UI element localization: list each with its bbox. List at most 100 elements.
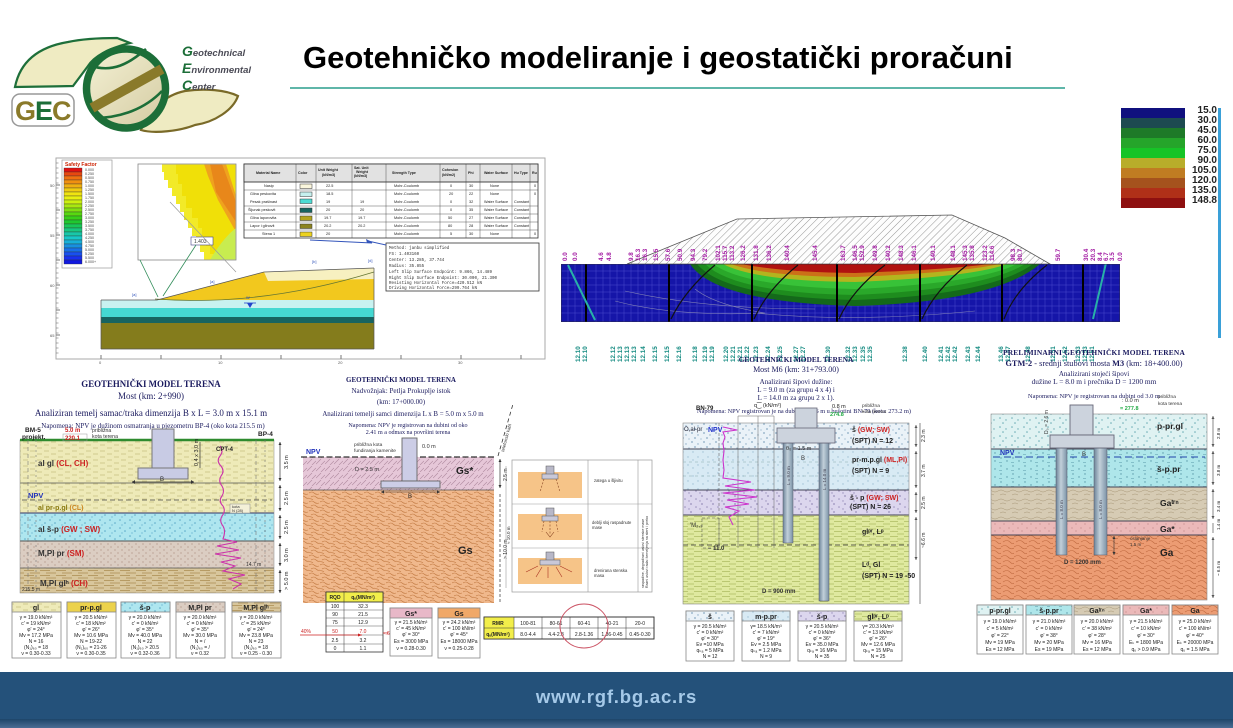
- svg-text:: 0.0 m: : 0.0 m: [1122, 398, 1139, 404]
- svg-text:0,4 x 3,0 m: 0,4 x 3,0 m: [194, 438, 200, 466]
- svg-text:φ' = 26°: φ' = 26°: [869, 636, 886, 642]
- svg-text:32: 32: [469, 200, 473, 204]
- svg-text:Cohesion: Cohesion: [442, 168, 458, 172]
- svg-text:φ' = 24°: φ' = 24°: [247, 627, 264, 633]
- svg-text:φ' = 26°: φ' = 26°: [82, 627, 99, 633]
- svg-text:50: 50: [448, 216, 452, 220]
- svg-text:γ= 20.3 kN/m³: γ= 20.3 kN/m³: [862, 624, 894, 630]
- svg-text:Nasip: Nasip: [264, 184, 274, 188]
- svg-text:19.7: 19.7: [358, 216, 365, 220]
- svg-text:RMR: RMR: [492, 621, 504, 627]
- svg-text:~6.6 m: ~6.6 m: [921, 533, 927, 548]
- svg-text:2.750: 2.750: [85, 212, 94, 216]
- svg-text:2.500: 2.500: [85, 208, 94, 212]
- svg-text:(N₁)₆₀ = /: (N₁)₆₀ = /: [190, 645, 210, 651]
- svg-text:113.2: 113.2: [729, 245, 736, 261]
- svg-text:N = 16: N = 16: [29, 639, 44, 645]
- svg-text:Mohr-Coulomb: Mohr-Coulomb: [394, 216, 419, 220]
- svg-text:š: š: [708, 614, 712, 621]
- svg-text:dužine L = 8.0 m i prečnika D: dužine L = 8.0 m i prečnika D = 1200 mm: [1032, 377, 1157, 386]
- svg-text:30.0: 30.0: [1198, 115, 1218, 126]
- svg-text:š-p.pr: š-p.pr: [1157, 464, 1181, 474]
- svg-text:Constant: Constant: [514, 224, 530, 228]
- svg-text:c' = 0 kN/m²: c' = 0 kN/m²: [1036, 626, 1063, 632]
- svg-text:N = 23: N = 23: [249, 639, 264, 645]
- svg-text:35: 35: [469, 208, 473, 212]
- svg-text:3.5: 3.5: [1109, 252, 1116, 261]
- svg-text:Water Surface: Water Surface: [484, 208, 508, 212]
- svg-text:c' = 18 kN/m²: c' = 18 kN/m²: [76, 621, 106, 627]
- svg-text:c' = 5 kN/m²: c' = 5 kN/m²: [987, 626, 1014, 632]
- svg-text:γ= 18.5 kN/m³: γ= 18.5 kN/m³: [750, 624, 782, 630]
- svg-text:12.13: 12.13: [624, 346, 631, 362]
- svg-text:Mv = 40.0 MPa: Mv = 40.0 MPa: [128, 633, 162, 639]
- svg-text:20.3: 20.3: [1090, 248, 1097, 261]
- svg-text:q⁐ (kN/m²): q⁐ (kN/m²): [754, 401, 782, 409]
- svg-text:ν = 0.28-0.30: ν = 0.28-0.30: [396, 646, 426, 652]
- svg-text:12.19: 12.19: [702, 346, 709, 362]
- svg-text:M,Pl glʰ (CH): M,Pl glʰ (CH): [40, 579, 88, 588]
- svg-text:γ = 24.2 kN/m³: γ = 24.2 kN/m³: [443, 620, 476, 626]
- svg-text:32.3: 32.3: [358, 604, 368, 610]
- svg-text:2.8-1.36: 2.8-1.36: [575, 632, 594, 638]
- svg-text:55: 55: [50, 233, 55, 238]
- svg-text:16.3: 16.3: [642, 248, 649, 261]
- svg-text:Gs: Gs: [454, 611, 463, 618]
- svg-text:4.6: 4.6: [598, 252, 605, 261]
- svg-text:4.8: 4.8: [606, 252, 613, 261]
- svg-text:Es = 12 MPa: Es = 12 MPa: [986, 647, 1015, 653]
- svg-text:12.40: 12.40: [922, 346, 929, 362]
- svg-text:φ' = 35°: φ' = 35°: [191, 627, 208, 633]
- svg-text:80-61: 80-61: [550, 621, 563, 627]
- svg-text:~ 6.5 m: ~ 6.5 m: [1216, 561, 1221, 576]
- svg-text:š-p.pr: š-p.pr: [1039, 608, 1059, 615]
- svg-text:Analizirani šipovi dužine:: Analizirani šipovi dužine:: [760, 378, 833, 386]
- svg-text:148.3: 148.3: [898, 245, 905, 261]
- svg-text:D₀ = 2.6 m: D₀ = 2.6 m: [1044, 410, 1050, 434]
- svg-text:12.15: 12.15: [664, 346, 671, 362]
- svg-text:9.8: 9.8: [628, 252, 635, 261]
- svg-text:146.1: 146.1: [911, 245, 918, 261]
- svg-text:γ = 20.5 kN/m³: γ = 20.5 kN/m³: [75, 615, 108, 621]
- svg-text:γ = 21.5 kN/m³: γ = 21.5 kN/m³: [395, 620, 428, 626]
- svg-text:0.0: 0.0: [562, 252, 569, 261]
- svg-text:65: 65: [50, 333, 55, 338]
- svg-text:NPV: NPV: [1000, 450, 1015, 457]
- svg-text:12.23: 12.23: [753, 346, 760, 362]
- svg-text:12.52: 12.52: [1062, 346, 1069, 362]
- svg-text:D = 2.5 m: D = 2.5 m: [355, 467, 379, 473]
- svg-text:š (GW; SW): š (GW; SW): [852, 427, 890, 434]
- svg-text:2.250: 2.250: [85, 204, 94, 208]
- svg-text:γ = 20.5 kN/m³: γ = 20.5 kN/m³: [694, 624, 727, 630]
- svg-text:1.500: 1.500: [85, 192, 94, 196]
- svg-text:None: None: [490, 232, 499, 236]
- svg-text:qₖₐ = 16 MPa: qₖₐ = 16 MPa: [807, 648, 837, 654]
- svg-text:50: 50: [50, 183, 55, 188]
- svg-text:30: 30: [469, 232, 473, 236]
- svg-text:γ = 21.5 kN/m³: γ = 21.5 kN/m³: [1130, 619, 1163, 625]
- svg-text:114.6: 114.6: [989, 245, 996, 261]
- svg-text:Stena 1: Stena 1: [262, 232, 275, 236]
- svg-text:N = 9: N = 9: [760, 654, 772, 660]
- svg-text:12.12: 12.12: [610, 346, 617, 362]
- svg-text:12.43: 12.43: [965, 346, 972, 362]
- svg-text:[a]: [a]: [132, 292, 136, 297]
- svg-text:φ' = 19°: φ' = 19°: [757, 636, 774, 642]
- svg-text:Phi: Phi: [468, 171, 474, 175]
- svg-text:[d]: [d]: [368, 258, 372, 263]
- svg-text:γ = 20.0 kN/m³: γ = 20.0 kN/m³: [240, 615, 273, 621]
- svg-text:(N₁)₆₀ > 20.5: (N₁)₆₀ > 20.5: [131, 645, 159, 651]
- svg-text:0.000: 0.000: [85, 168, 94, 172]
- svg-text:γ = 20.0 kN/m³: γ = 20.0 kN/m³: [129, 615, 162, 621]
- svg-text:45.0: 45.0: [1198, 125, 1218, 136]
- svg-text:80.7: 80.7: [1017, 248, 1024, 261]
- svg-text:γ = 20.0 kN/m³: γ = 20.0 kN/m³: [184, 615, 217, 621]
- svg-text:Eₖ = 20000 MPa: Eₖ = 20000 MPa: [1177, 640, 1214, 646]
- svg-text:2.000: 2.000: [85, 200, 94, 204]
- svg-text:2.5 m: 2.5 m: [284, 491, 290, 505]
- svg-text:Driving Horizontal Force=299.7: Driving Horizontal Force=299.764 kN: [389, 286, 477, 291]
- svg-text:3.750: 3.750: [85, 228, 94, 232]
- svg-text:Water Surface: Water Surface: [484, 224, 508, 228]
- svg-text:Strength Type: Strength Type: [392, 171, 416, 175]
- svg-text:12.30: 12.30: [825, 346, 832, 362]
